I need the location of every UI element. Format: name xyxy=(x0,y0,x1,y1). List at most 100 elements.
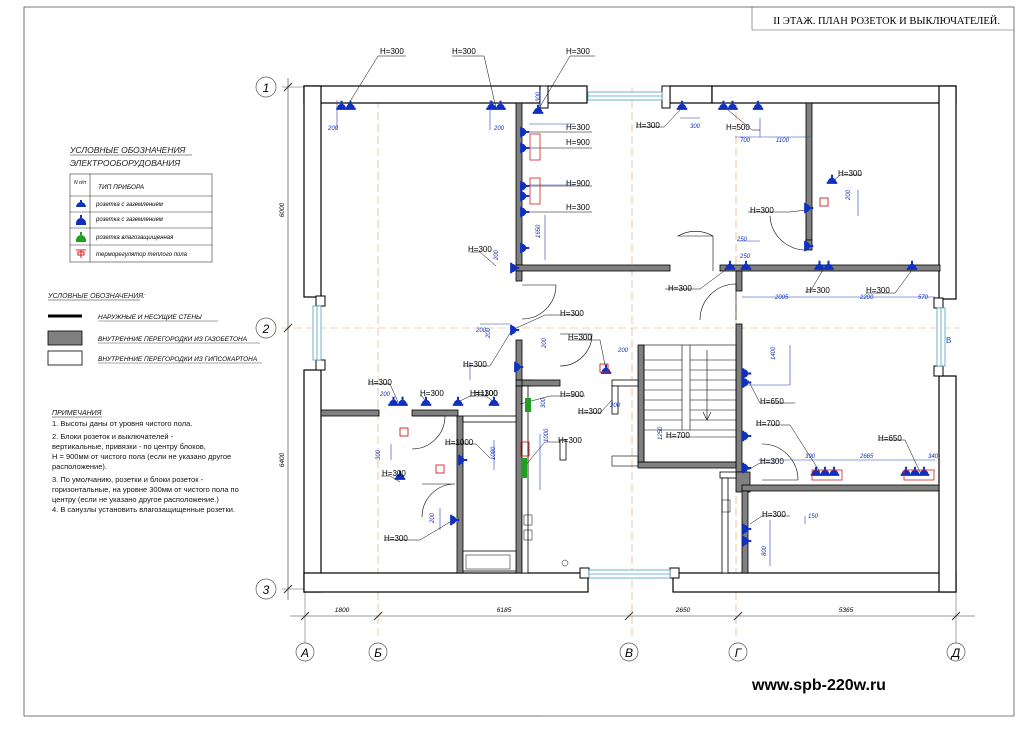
dim-left-2: 6400 xyxy=(279,452,286,467)
dimension-label: 1400 xyxy=(771,346,777,360)
socket-icon xyxy=(742,523,752,535)
height-label: H=300 xyxy=(750,206,774,215)
height-label: H=300 xyxy=(474,389,498,398)
waterproof-sockets xyxy=(521,398,531,478)
height-label: H=900 xyxy=(566,138,590,147)
socket-icon xyxy=(814,260,834,270)
socket-icon xyxy=(718,100,738,110)
height-label: H=650 xyxy=(878,434,902,443)
socket-icon xyxy=(900,466,930,476)
svg-text:Г: Г xyxy=(735,646,743,660)
height-label: H=700 xyxy=(666,431,690,440)
svg-text:А: А xyxy=(300,646,309,660)
thermostats xyxy=(399,197,829,474)
socket-icon xyxy=(810,466,840,476)
socket-icon xyxy=(420,396,432,406)
axis-row-1: 1 xyxy=(255,76,277,98)
axis-row-3: 3 xyxy=(255,578,277,600)
height-label: H=300 xyxy=(806,286,830,295)
walls-legend-external: НАРУЖНЫЕ И НЕСУЩИЕ СТЕНЫ xyxy=(98,314,202,321)
socket-dimension-lines xyxy=(336,90,935,566)
dimension-label: 700 xyxy=(740,138,751,144)
dimension-label: 200 xyxy=(494,249,500,261)
dimension-label: 250 xyxy=(736,237,748,243)
height-label: H=300 xyxy=(380,47,404,56)
height-label: H=300 xyxy=(866,286,890,295)
socket-group-red-frame xyxy=(529,133,935,481)
sheet-frame xyxy=(23,6,1015,717)
socket-icon xyxy=(742,368,752,388)
col-num-header: N п/п xyxy=(74,180,86,186)
legend-row-3: розетка влагозащищенная xyxy=(95,235,174,241)
socket-icon xyxy=(676,100,688,110)
dimension-label: 300 xyxy=(376,449,382,460)
special-sockets xyxy=(399,133,935,481)
dimension-label: 1250 xyxy=(658,426,664,440)
socket-icon xyxy=(486,100,506,110)
height-label: H=300 xyxy=(566,47,590,56)
dimension-label: 200 xyxy=(327,126,339,132)
socket-icon xyxy=(520,242,530,254)
socket-icon xyxy=(514,361,524,373)
dimension-label: 2200 xyxy=(859,295,874,301)
equipment-legend-title-1: УСЛОВНЫЕ ОБОЗНАЧЕНИЯ xyxy=(69,145,186,155)
height-label: H=300 xyxy=(382,469,406,478)
height-label: H=300 xyxy=(760,457,784,466)
socket-icon xyxy=(458,454,468,466)
bottom-dimension-chain: 1800 6185 2650 5365 xyxy=(290,607,975,621)
walls-legend: УСЛОВНЫЕ ОБОЗНАЧЕНИЯ: НАРУЖНЫЕ И НЕСУЩИЕ… xyxy=(47,293,262,366)
height-label: H=300 xyxy=(668,284,692,293)
col-type-header: ТИП ПРИБОРА xyxy=(98,184,144,191)
socket-icon xyxy=(804,240,814,252)
dimension-label: 390 xyxy=(805,454,816,460)
socket-icon xyxy=(510,262,520,274)
socket-icon xyxy=(488,396,500,406)
svg-text:1: 1 xyxy=(263,81,270,95)
walls-legend-title: УСЛОВНЫЕ ОБОЗНАЧЕНИЯ: xyxy=(47,293,145,300)
socket-icon xyxy=(804,202,814,214)
left-dimension-chain: 6000 6400 xyxy=(279,78,293,600)
socket-icon xyxy=(752,100,764,110)
dim-left-1: 6000 xyxy=(279,202,286,217)
dimension-label: 200 xyxy=(493,126,505,132)
socket-icon xyxy=(742,535,752,547)
svg-text:3: 3 xyxy=(263,583,270,597)
axis-col-d: Д xyxy=(946,642,966,662)
height-label: H=300 xyxy=(762,510,786,519)
height-label: H=300 xyxy=(560,309,584,318)
socket-icon xyxy=(520,190,530,202)
socket-icon xyxy=(336,100,356,110)
dimension-label: 200 xyxy=(846,189,852,201)
internal-partitions-gypsum xyxy=(462,379,737,574)
notes-title: ПРИМЕЧАНИЯ xyxy=(52,410,102,417)
dimension-label: 2665 xyxy=(859,454,874,460)
note-line: центру (если не указано другое расположе… xyxy=(52,495,219,504)
svg-text:Д: Д xyxy=(950,646,961,660)
height-label: H=300 xyxy=(838,169,862,178)
height-label: H=300 xyxy=(420,389,444,398)
dimension-label: 1000 xyxy=(544,428,550,442)
dimension-label: 1100 xyxy=(776,138,790,144)
legend-socket-double-icon xyxy=(76,215,86,225)
axis-col-v: В xyxy=(619,642,639,662)
axis-col-b: Б xyxy=(368,642,388,662)
dim-bottom-1: 1800 xyxy=(335,607,350,614)
height-label: H=1000 xyxy=(445,438,474,447)
dimension-label: 2005 xyxy=(774,295,789,301)
external-walls xyxy=(303,85,957,593)
dimension-label: 150 xyxy=(808,514,819,520)
height-label: H=300 xyxy=(566,203,590,212)
website-url[interactable]: www.spb-220w.ru xyxy=(751,677,886,694)
socket-icon xyxy=(520,180,530,192)
walls-legend-gypsum: ВНУТРЕННИЕ ПЕРЕГОРОДКИ ИЗ ГИПСОКАРТОНА xyxy=(98,356,257,363)
legend-row-4: терморегулятор теплого пола xyxy=(96,252,188,258)
dimension-label: 300 xyxy=(690,124,701,130)
leader-lines xyxy=(345,55,921,541)
dim-bottom-3: 2650 xyxy=(675,607,691,614)
note-line: Н = 900мм от чистого пола (если не указа… xyxy=(52,452,231,461)
dimension-label: 300 xyxy=(536,91,542,102)
height-label: H=300 xyxy=(566,123,590,132)
sockets-layer xyxy=(336,100,930,547)
